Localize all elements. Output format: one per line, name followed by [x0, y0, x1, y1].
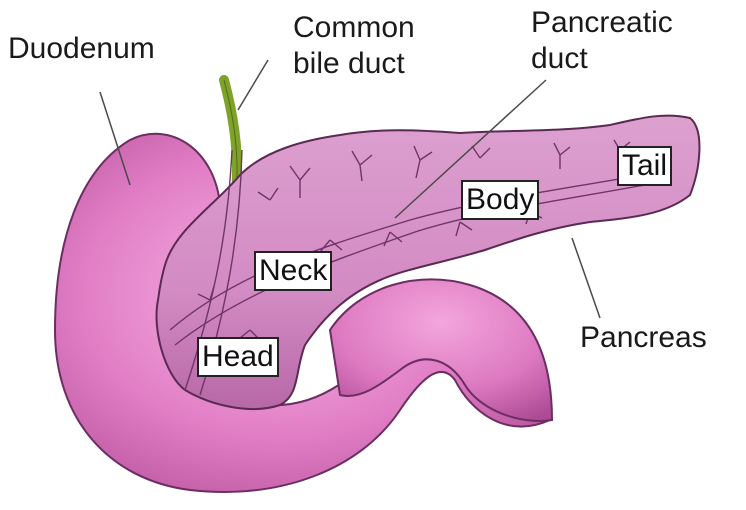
duodenum-label: Duodenum — [8, 31, 155, 67]
common-bile-duct-label-line2: bile duct — [293, 46, 415, 82]
pancreatic-duct-label: Pancreatic duct — [531, 5, 673, 77]
head-label: Head — [197, 337, 279, 377]
common-bile-duct-label: Common bile duct — [293, 10, 415, 82]
body-label: Body — [461, 180, 539, 220]
tail-label: Tail — [617, 146, 672, 186]
pancreatic-duct-label-line1: Pancreatic — [531, 5, 673, 41]
common-bile-duct-label-line1: Common — [293, 10, 415, 46]
pancreatic-duct-label-line2: duct — [531, 41, 673, 77]
pancreas-label: Pancreas — [580, 320, 707, 356]
neck-label: Neck — [254, 251, 332, 291]
